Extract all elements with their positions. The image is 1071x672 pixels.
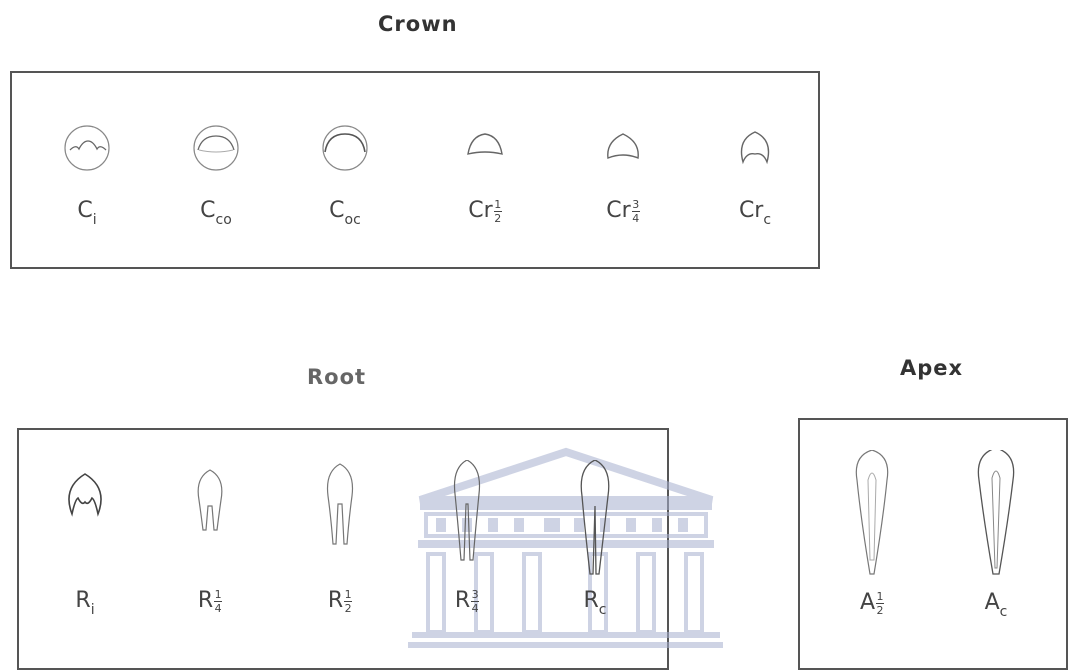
tooth-root-complete-icon: [540, 460, 650, 580]
tooth-crown-complete-icon: [700, 110, 810, 190]
tooth-root-three-quarter-icon: [412, 460, 522, 570]
stage-label-Coc: Coc: [290, 198, 400, 228]
tooth-root-initial-icon: [30, 460, 140, 570]
stage-label-Ci: Ci: [32, 198, 142, 228]
root-stage: Ri: [30, 460, 140, 630]
crown-stage: Ci: [32, 110, 142, 280]
tooth-crown-three-quarter-icon: [568, 110, 678, 190]
root-heading: Root: [307, 365, 366, 389]
tooth-crown-outline-complete-icon: [290, 110, 400, 190]
stage-label-Ac: Ac: [941, 590, 1051, 620]
stage-label-Cco: Cco: [161, 198, 271, 228]
tooth-root-half-icon: [285, 460, 395, 570]
crown-stage: Coc: [290, 110, 400, 280]
crown-heading: Crown: [378, 12, 458, 36]
root-stage: Rc: [540, 460, 650, 630]
tooth-crown-initial-icon: [32, 110, 142, 190]
tooth-root-quarter-icon: [155, 460, 265, 570]
crown-stage: Cco: [161, 110, 271, 280]
tooth-apex-complete-icon: [941, 450, 1051, 580]
tooth-apex-half-icon: [817, 450, 927, 580]
stage-label-Crc: Crc: [700, 198, 810, 228]
tooth-crown-coalescence-icon: [161, 110, 271, 190]
apex-stage: Ac: [941, 450, 1051, 620]
apex-heading: Apex: [900, 356, 963, 380]
stage-label-Rc: Rc: [540, 588, 650, 618]
crown-stage: Crc: [700, 110, 810, 280]
stage-label-Ri: Ri: [30, 588, 140, 618]
tooth-crown-half-icon: [430, 110, 540, 190]
